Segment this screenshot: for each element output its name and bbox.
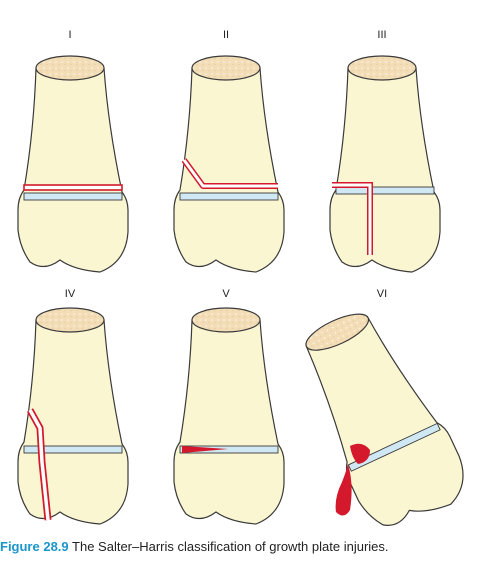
fracture-line bbox=[23, 184, 123, 191]
bone bbox=[173, 55, 285, 273]
bone bbox=[329, 55, 441, 273]
bone-end bbox=[35, 55, 105, 81]
panel-label: IV bbox=[65, 288, 76, 300]
caption-text: The Salter–Harris classification of grow… bbox=[72, 539, 389, 554]
panel-I: I bbox=[17, 29, 129, 273]
figure-number: Figure 28.9 bbox=[0, 539, 69, 554]
panel-label: I bbox=[68, 29, 71, 41]
panel-II: II bbox=[173, 29, 285, 273]
growth-plate bbox=[347, 422, 441, 472]
panel-V: V bbox=[173, 288, 285, 525]
panel-label: VI bbox=[377, 288, 387, 300]
perichondral-injury bbox=[350, 443, 370, 464]
bone bbox=[173, 307, 285, 525]
growth-plate bbox=[179, 192, 279, 201]
panel-label: II bbox=[223, 29, 229, 41]
bone bbox=[17, 307, 129, 525]
bone bbox=[17, 55, 129, 273]
bone bbox=[289, 307, 477, 540]
panel-label: III bbox=[377, 29, 386, 41]
panel-IV: IV bbox=[17, 288, 129, 525]
panel-III: III bbox=[329, 29, 441, 273]
growth-plate bbox=[179, 445, 279, 454]
panel-VI: VI bbox=[289, 288, 477, 540]
crush-injury bbox=[182, 446, 228, 453]
figure-caption: Figure 28.9 The Salter–Harris classifica… bbox=[0, 539, 494, 554]
growth-plate bbox=[23, 445, 123, 454]
growth-plate bbox=[23, 192, 123, 201]
growth-plate bbox=[335, 186, 435, 195]
panel-label: V bbox=[222, 288, 230, 300]
blood-drip bbox=[335, 464, 352, 516]
